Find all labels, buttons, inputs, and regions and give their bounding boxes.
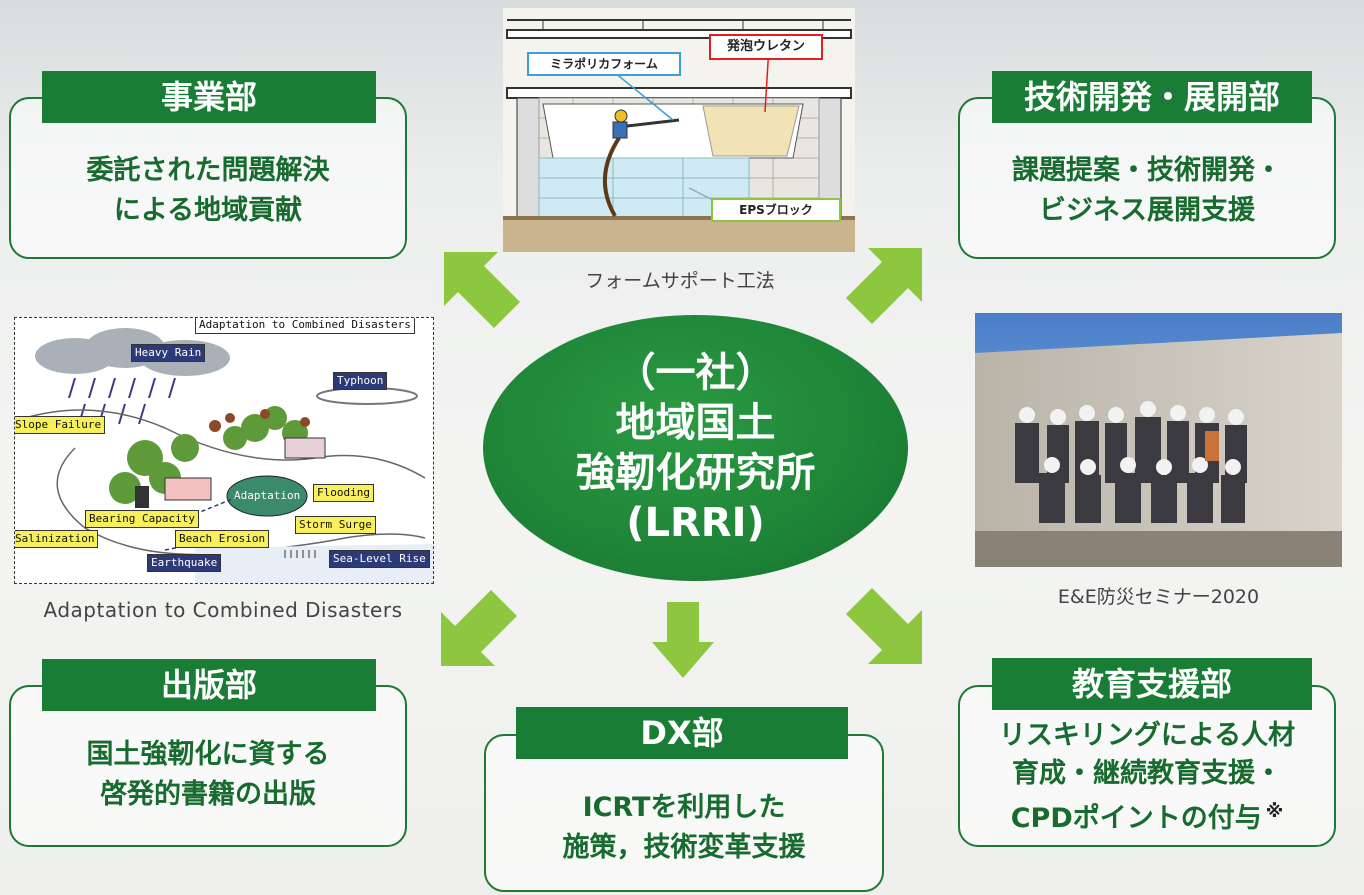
dx-dept-title: DX部: [516, 707, 848, 759]
dx-desc-line-1: ICRTを利用した: [582, 792, 786, 823]
education-dept-box: リスキリングによる人材 育成・継続教育支援・ CPDポイントの付与※: [958, 685, 1336, 847]
business-dept-box: 委託された問題解決 による地域貢献: [9, 97, 407, 259]
tag-salinization: Salinization: [15, 530, 99, 548]
foam-support-caption: フォームサポート工法: [585, 270, 775, 292]
disaster-diagram-title: Adaptation to Combined Disasters: [195, 318, 415, 334]
arrow-to-business: [444, 252, 520, 328]
tag-heavy-rain: Heavy Rain: [131, 344, 206, 362]
business-dept-title: 事業部: [42, 71, 376, 123]
tag-typhoon: Typhoon: [333, 372, 388, 390]
publishing-desc-line-1: 国土強靭化に資する: [86, 739, 330, 770]
seminar-caption: E&E防災セミナー2020: [1057, 586, 1260, 608]
tech-dept-title: 技術開発・展開部: [992, 71, 1312, 123]
tag-storm-surge: Storm Surge: [295, 516, 376, 534]
business-desc-line-1: 委託された問題解決: [86, 155, 330, 186]
disaster-adaptation-diagram: Adaptation to Combined Disasters Heavy R…: [14, 317, 434, 584]
arrow-to-publishing: [441, 590, 517, 666]
arrow-to-dx: [652, 602, 714, 678]
education-desc-line-1: リスキリングによる人材: [998, 720, 1296, 751]
tag-beach-erosion: Beach Erosion: [175, 530, 270, 548]
education-desc-line-2: 育成・継続教育支援・: [1012, 758, 1282, 789]
arrow-to-tech: [846, 248, 922, 324]
center-line-4: (LRRI): [626, 500, 765, 546]
milapori-foam-label: ミラポリカフォーム: [527, 52, 681, 76]
center-line-2: 地域国土: [615, 400, 776, 446]
foam-support-diagram: 発泡ウレタン ミラポリカフォーム EPSブロック: [503, 8, 855, 252]
tag-slope-failure: Slope Failure: [15, 416, 106, 434]
education-desc-line-3: CPDポイントの付与: [1010, 803, 1262, 834]
center-line-3: 強靭化研究所: [575, 450, 816, 496]
lrri-center: （一社） 地域国土 強靭化研究所 (LRRI): [483, 315, 908, 581]
center-line-1: （一社）: [615, 350, 776, 396]
disaster-caption: Adaptation to Combined Disasters: [43, 598, 403, 622]
publishing-dept-title: 出版部: [42, 659, 376, 711]
tech-desc-line-2: ビジネス展開支援: [1039, 195, 1255, 226]
education-dept-title: 教育支援部: [992, 658, 1312, 710]
education-note-mark: ※: [1265, 801, 1284, 822]
disaster-illustration: [24, 328, 433, 583]
dx-dept-box: ICRTを利用した 施策，技術変革支援: [484, 734, 884, 892]
tech-desc-line-1: 課題提案・技術開発・: [1012, 155, 1282, 186]
tag-flooding: Flooding: [313, 484, 374, 502]
seminar-photo-image: [975, 313, 1342, 567]
seminar-photo: [975, 313, 1342, 567]
eps-block-label: EPSブロック: [711, 198, 841, 222]
tag-sea-level-rise: Sea-Level Rise: [329, 550, 430, 568]
urethane-label: 発泡ウレタン: [709, 34, 823, 60]
arrow-to-education: [846, 588, 922, 664]
tag-earthquake: Earthquake: [147, 554, 222, 572]
tech-dept-box: 課題提案・技術開発・ ビジネス展開支援: [958, 97, 1336, 259]
publishing-dept-box: 国土強靭化に資する 啓発的書籍の出版: [9, 685, 407, 847]
dx-desc-line-2: 施策，技術変革支援: [562, 832, 806, 863]
business-desc-line-2: による地域貢献: [113, 195, 303, 226]
tag-bearing-capacity: Bearing Capacity: [85, 510, 199, 528]
tag-adaptation: Adaptation: [234, 489, 301, 502]
publishing-desc-line-2: 啓発的書籍の出版: [100, 779, 316, 810]
